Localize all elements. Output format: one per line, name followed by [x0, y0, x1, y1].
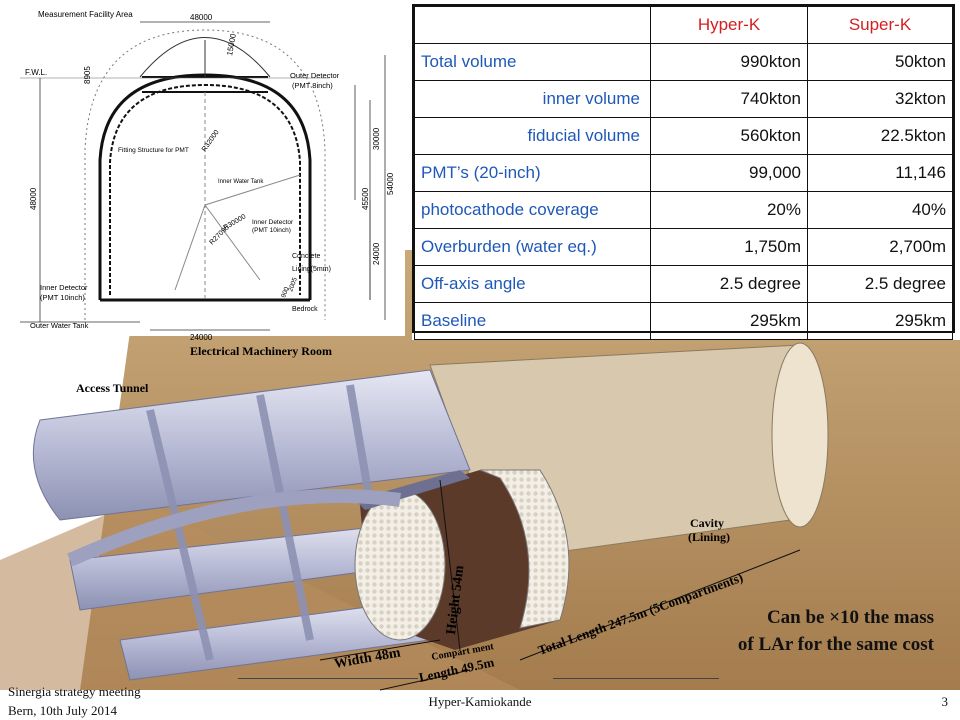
superk-value: 50kton: [807, 43, 953, 81]
hyperk-value: 295km: [650, 302, 808, 340]
inner-detector-left-pmt-label: (PMT 10inch): [40, 293, 85, 302]
electrical-room-label: Electrical Machinery Room: [190, 344, 332, 358]
dimension-lines: [319, 479, 801, 691]
dim-2005: 2005: [287, 276, 299, 292]
hyperk-value: 740kton: [650, 80, 808, 118]
lining-label: Lining(5mm): [292, 266, 331, 273]
row-label: photocathode coverage: [414, 191, 651, 229]
superk-value: 32kton: [807, 80, 953, 118]
inner-water-tank-label: Inner Water Tank: [218, 179, 264, 185]
dim-30000: 30000: [372, 127, 381, 150]
outer-detector-label: Outer Detector: [290, 71, 340, 80]
row-label: Off-axis angle: [414, 265, 651, 303]
dim-24000-bottom: 24000: [190, 333, 213, 342]
cross-section-drawing: Measurement Facility Area 48000 15000 89…: [20, 8, 405, 342]
row-label: fiducial volume: [414, 117, 651, 155]
row-label: PMT’s (20-inch): [414, 154, 651, 192]
header-empty: [414, 6, 651, 44]
superk-value: 2.5 degree: [807, 265, 953, 303]
hyperk-value: 99,000: [650, 154, 808, 192]
superk-value: 2,700m: [807, 228, 953, 266]
cavity-label: Cavity: [690, 516, 724, 530]
dim-24000-vertical: 24000: [372, 242, 381, 265]
measurement-facility-label: Measurement Facility Area: [38, 10, 133, 19]
footer-event: Sinergia strategy meeting Bern, 10th Jul…: [8, 682, 141, 720]
footer-separator-left: [238, 678, 418, 679]
row-label: Total volume: [414, 43, 651, 81]
header-hyperk: Hyper-K: [650, 6, 808, 44]
cavity-lining-label: (Lining): [688, 530, 730, 544]
superk-value: 11,146: [807, 154, 953, 192]
hyperk-value: 2.5 degree: [650, 265, 808, 303]
callout-line-2: of LAr for the same cost: [737, 634, 934, 655]
mass-cost-callout: Can be ×10 the mass of LAr for the same …: [738, 604, 934, 658]
inner-detector-left-label: Inner Detector: [40, 283, 88, 292]
dim-45500: 45500: [361, 187, 370, 210]
bedrock-label: Bedrock: [292, 306, 318, 313]
inner-detector-right-label: Inner Detector: [252, 219, 294, 226]
dim-15000: 15000: [225, 32, 238, 56]
footer-separator-right: [553, 678, 719, 679]
dim-900: 900: [280, 286, 290, 299]
footer-event-name: Sinergia strategy meeting: [8, 684, 141, 699]
inner-detector-right-pmt-label: (PMT 10inch): [252, 227, 291, 234]
hyperk-value: 20%: [650, 191, 808, 229]
row-label: inner volume: [414, 80, 651, 118]
dim-8905: 8905: [83, 66, 92, 84]
dim-48000-top: 48000: [190, 13, 213, 22]
dim-48000-left: 48000: [29, 187, 38, 210]
fitting-structure-label: Fitting Structure for PMT: [118, 147, 189, 154]
hyperk-value: 560kton: [650, 117, 808, 155]
footer-place-date: Bern, 10th July 2014: [8, 703, 118, 718]
hyperk-value: 1,750m: [650, 228, 808, 266]
outer-detector-pmt-label: (PMT 8inch): [292, 81, 333, 90]
footer-title: Hyper-Kamiokande: [428, 694, 532, 709]
row-label: Baseline: [414, 302, 651, 340]
row-label: Overburden (water eq.): [414, 228, 651, 266]
superk-value: 295km: [807, 302, 953, 340]
superk-value: 40%: [807, 191, 953, 229]
outer-water-tank-label: Outer Water Tank: [30, 321, 89, 330]
page-number: 3: [941, 694, 949, 709]
superk-value: 22.5kton: [807, 117, 953, 155]
hyperk-value: 990kton: [650, 43, 808, 81]
detector-tank: [354, 469, 570, 650]
header-superk: Super-K: [807, 6, 953, 44]
fwl-label: F.W.L.: [25, 68, 47, 77]
access-tunnel-label: Access Tunnel: [76, 381, 149, 395]
access-tunnel: [32, 369, 471, 521]
callout-line-1: Can be ×10 the mass: [766, 607, 934, 628]
access-pipe: [67, 489, 401, 567]
dim-54000: 54000: [386, 172, 395, 195]
concrete-label: Concrete: [292, 253, 321, 260]
table-header-row: Hyper-K Super-K: [414, 6, 953, 44]
